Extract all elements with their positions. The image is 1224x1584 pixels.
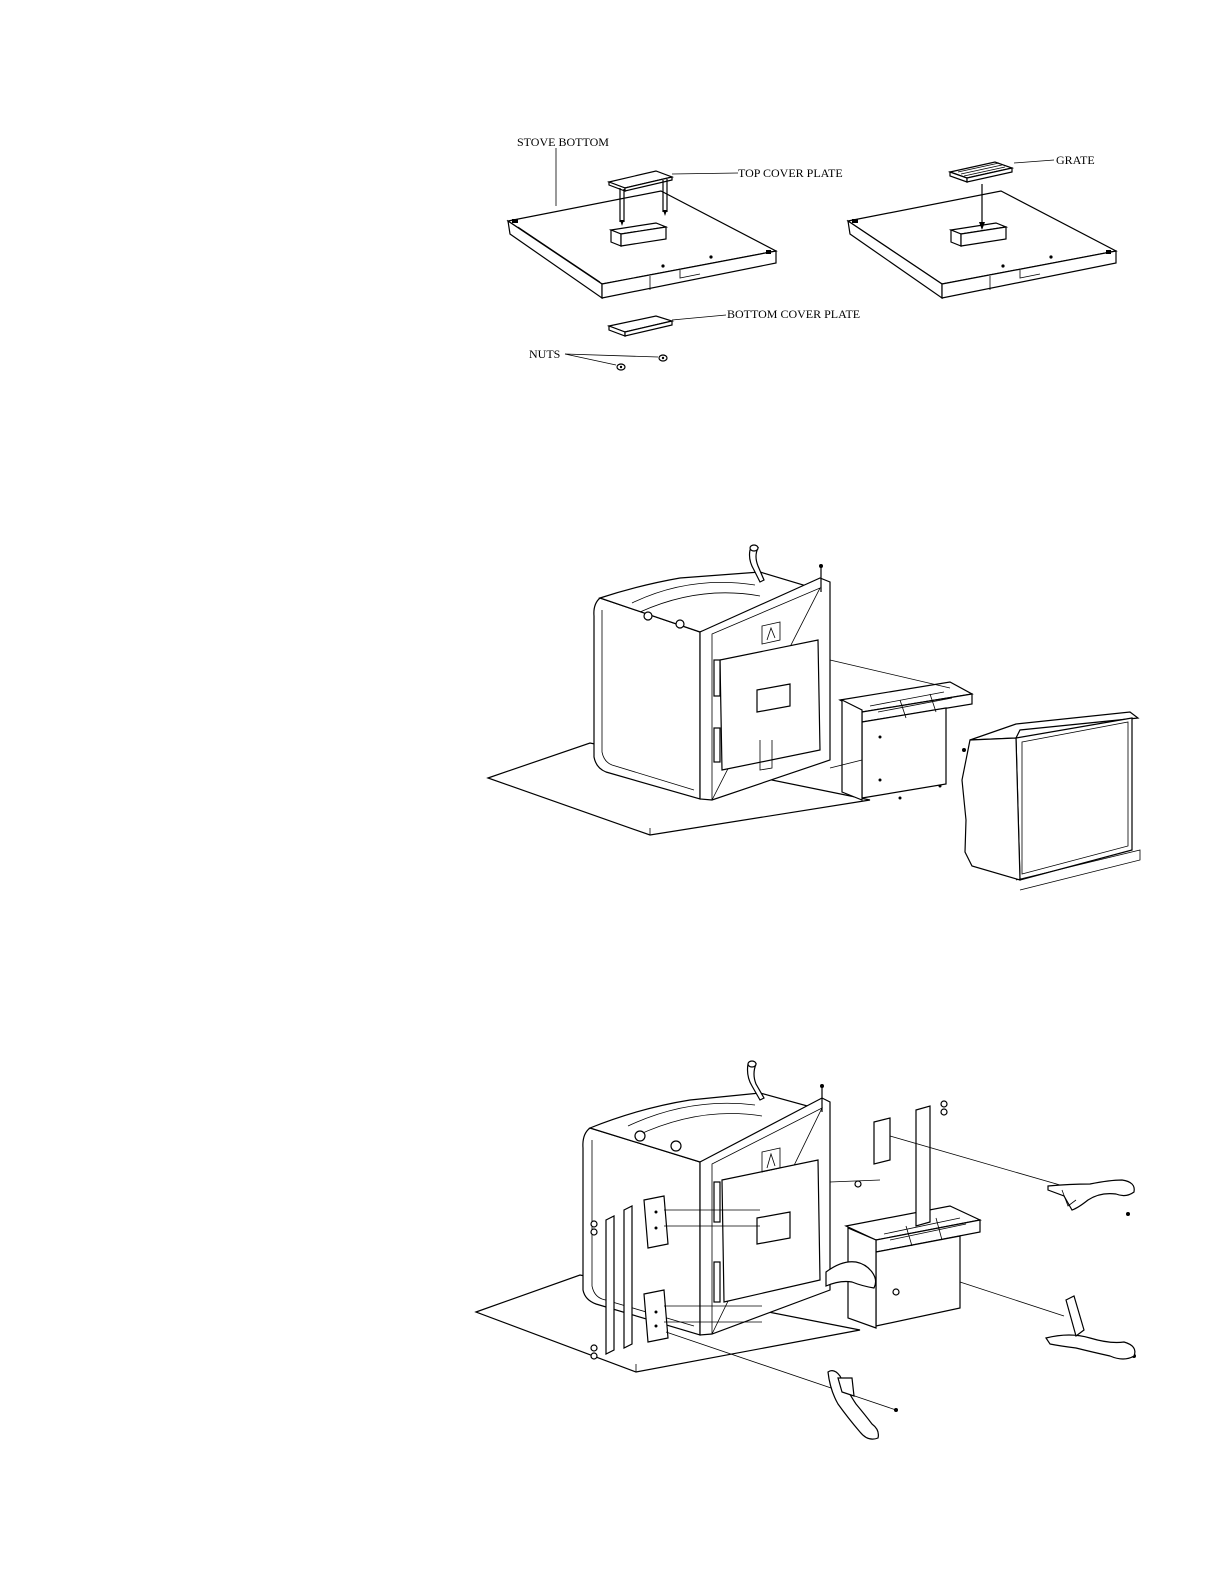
label-nuts: NUTS: [529, 347, 560, 361]
nuts: [617, 355, 667, 370]
cast-leg-upper-right: [1048, 1180, 1134, 1210]
stove-bottom-right: [848, 184, 1116, 298]
label-bottom-cover-plate: BOTTOM COVER PLATE: [727, 307, 860, 321]
label-stove-bottom: STOVE BOTTOM: [517, 135, 609, 149]
figure-stove-legs: [476, 1061, 1136, 1439]
bottom-cover-plate: [609, 316, 672, 336]
figure-stove-bottom: STOVE BOTTOM TOP COVER PLATE BOTTOM COVE…: [508, 135, 1116, 370]
label-grate: GRATE: [1056, 153, 1095, 167]
ash-pan-door: [962, 712, 1140, 890]
cast-leg-lower-right: [1046, 1296, 1135, 1359]
cast-leg-lower-center: [828, 1371, 878, 1439]
grate: [950, 162, 1012, 182]
ash-pan-housing: [830, 660, 972, 800]
figure-stove-ashpan: [488, 545, 1140, 890]
label-top-cover-plate: TOP COVER PLATE: [738, 166, 843, 180]
stove-body-2: [594, 545, 830, 800]
stove-body-3: [583, 1061, 830, 1335]
stove-bottom-left: [508, 191, 776, 298]
